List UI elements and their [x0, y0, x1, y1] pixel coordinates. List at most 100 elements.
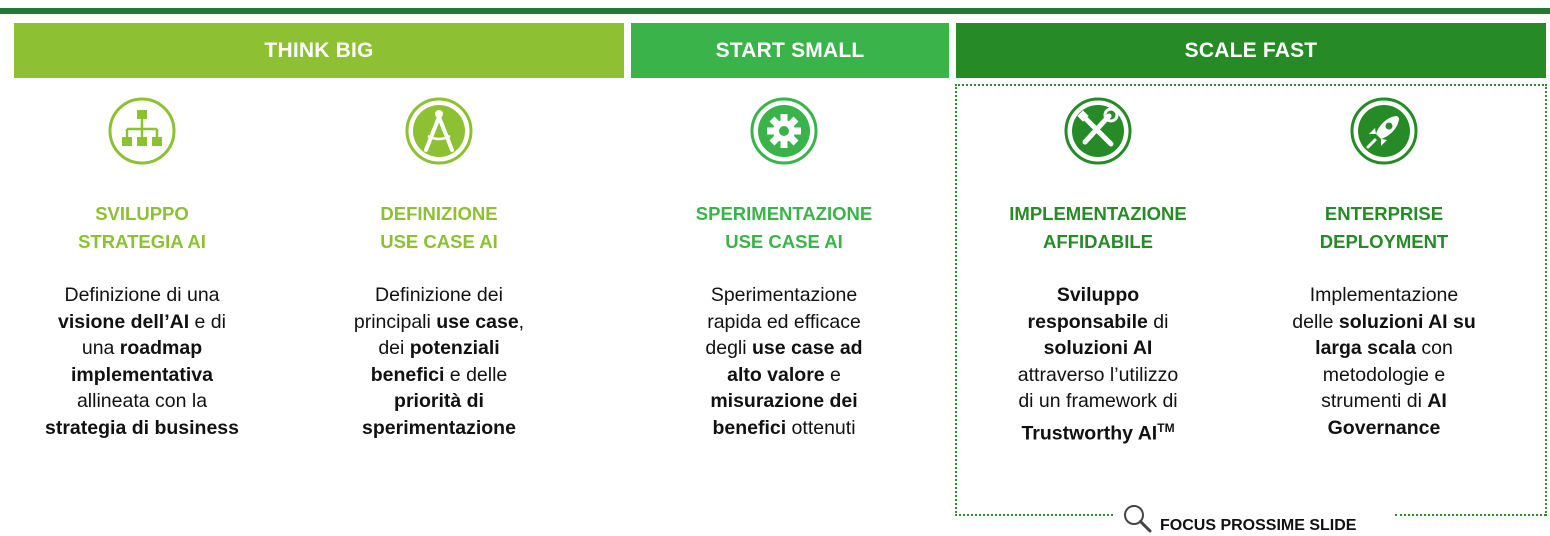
body-run: e [824, 363, 841, 386]
body-run: implementativa [71, 363, 213, 386]
body-line: alto valore e [664, 362, 904, 389]
body-run: Definizione di una [64, 284, 220, 306]
body-line: soluzioni AI [978, 335, 1218, 362]
gear-icon [749, 96, 819, 166]
body-line: Sperimentazione [664, 282, 904, 309]
body-line: responsabile di [978, 309, 1218, 336]
body-line: degli use case ad [664, 335, 904, 362]
body-run: strategia di business [45, 416, 239, 439]
body-run: e di [189, 310, 226, 333]
body-run: alto valore [727, 363, 825, 386]
body-line: visione dell’AI e di [22, 309, 262, 336]
body-run: una [81, 337, 120, 359]
scale-fast-dotted-frame [955, 84, 1547, 516]
body-line: benefici e delle [319, 362, 559, 389]
body-run: use case [436, 310, 519, 333]
body-line: attraverso l’utilizzo [978, 362, 1218, 389]
body-line: Governance [1264, 415, 1504, 442]
body-line: rapida ed efficace [664, 309, 904, 336]
body-run: priorità di [394, 390, 484, 412]
compass-icon [404, 96, 474, 166]
body-run: Sperimentazione [710, 284, 858, 306]
body-run: misurazione dei [710, 390, 858, 412]
body-run: metodologie e [1322, 363, 1446, 386]
band-think-big: THINK BIG [14, 23, 624, 78]
body-run: di un framework di [1018, 390, 1178, 412]
body-run: con [1415, 337, 1453, 359]
body-line: allineata con la [22, 388, 262, 415]
body-run: visione dell’AI [58, 310, 190, 333]
body-run: Trustworthy AI [1021, 422, 1158, 444]
body-run: benefici [370, 363, 445, 386]
body-run: soluzioni AI [1043, 337, 1153, 359]
dotted-frame-bottom-left [955, 514, 1113, 516]
body-run: larga scala [1315, 337, 1416, 359]
body-line: dei potenziali [319, 335, 559, 362]
body-run: use case ad [752, 337, 863, 359]
body-run: rapida ed efficace [707, 310, 861, 333]
body-run: dei [378, 337, 410, 359]
magnifier-icon [1124, 505, 1152, 533]
body-line: benefici ottenuti [664, 415, 904, 442]
body-run: , [518, 310, 525, 333]
body-run: Sviluppo [1056, 284, 1140, 306]
body-run: responsabile [1027, 310, 1148, 333]
body-run: attraverso l’utilizzo [1017, 363, 1179, 386]
body-run: allineata con la [76, 390, 208, 412]
body-line: Sviluppo [978, 282, 1218, 309]
body-run: TM [1157, 420, 1175, 435]
body-run: Implementazione [1309, 284, 1459, 306]
body-line: misurazione dei [664, 388, 904, 415]
body-line: strategia di business [22, 415, 262, 442]
body-run: Governance [1327, 416, 1441, 439]
body-line: delle soluzioni AI su [1264, 309, 1504, 336]
tools-icon [1063, 96, 1133, 166]
body-line: strumenti di AI [1264, 388, 1504, 415]
body-run: potenziali [409, 337, 500, 359]
body-line: sperimentazione [319, 415, 559, 442]
focus-label: FOCUS PROSSIME SLIDE [1160, 517, 1357, 534]
body-run: delle [1292, 310, 1339, 333]
body-line: priorità di [319, 388, 559, 415]
band-scale-fast: SCALE FAST [956, 23, 1546, 78]
focus-next-slides: FOCUS PROSSIME SLIDE [1120, 502, 1356, 536]
top-rule [0, 8, 1550, 14]
band-start-small: START SMALL [631, 23, 949, 78]
body-line: una roadmap [22, 335, 262, 362]
body-line: Definizione di una [22, 282, 262, 309]
body-run: roadmap [119, 337, 203, 359]
body-run: ottenuti [786, 416, 856, 439]
body-run: principali [353, 310, 437, 333]
body-line: Implementazione [1264, 282, 1504, 309]
org-chart-icon [107, 96, 177, 166]
body-run: Definizione dei [375, 284, 503, 306]
body-run: strumenti di [1321, 390, 1428, 412]
body-run: soluzioni AI su [1338, 310, 1476, 333]
body-line: implementativa [22, 362, 262, 389]
body-run: degli [705, 337, 753, 359]
body-line: Definizione dei [319, 282, 559, 309]
body-run: AI [1427, 390, 1447, 412]
body-run: benefici [712, 416, 787, 439]
body-line: larga scala con [1264, 335, 1504, 362]
body-run: e delle [444, 363, 508, 386]
rocket-icon [1349, 96, 1419, 166]
body-line: metodologie e [1264, 362, 1504, 389]
body-run: di [1147, 310, 1169, 333]
body-line: di un framework di [978, 388, 1218, 415]
body-line: Trustworthy AITM [978, 415, 1218, 447]
